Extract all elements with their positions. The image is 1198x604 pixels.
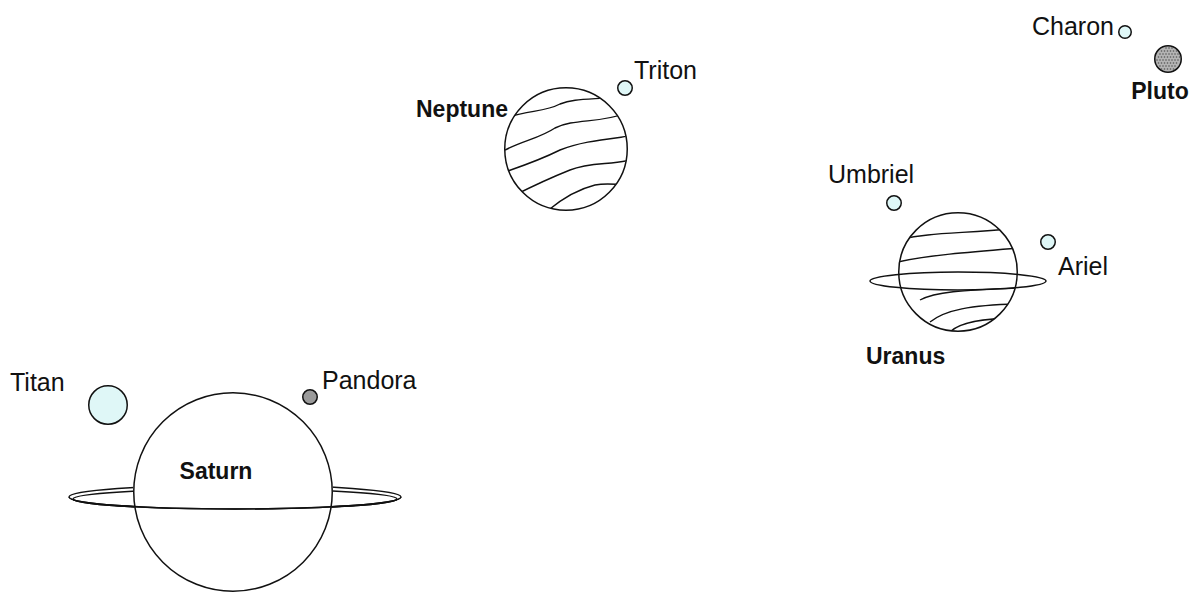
planet: Uranus: [898, 212, 1018, 332]
saturn-ring: [69, 485, 401, 509]
moon-name: Titan: [10, 368, 65, 397]
moon: Triton: [617, 80, 633, 96]
planet: Saturn: [133, 392, 333, 592]
moon: Charon: [1118, 25, 1132, 39]
planet: Neptune: [504, 87, 628, 211]
body-outline: [886, 195, 902, 211]
uranus-ring: [870, 272, 1046, 290]
moon-name: Pandora: [322, 366, 417, 395]
body-outline: [1040, 234, 1056, 250]
body-outline: [1118, 25, 1132, 39]
moon-name: Umbriel: [828, 160, 914, 189]
uranus-stripes: [898, 228, 1020, 332]
planet-name: Saturn: [180, 458, 253, 484]
neptune-stripes: [505, 96, 630, 213]
body-outline: [88, 385, 128, 425]
moon-name: Ariel: [1058, 252, 1108, 281]
moon-name: Triton: [634, 56, 697, 85]
body-outline: [617, 80, 633, 96]
moon-name: Charon: [1032, 12, 1114, 41]
body-outline: [898, 212, 1018, 332]
body-outline: [133, 392, 333, 592]
body-outline: [1154, 45, 1182, 73]
body-outline: [504, 87, 628, 211]
moon: Pandora: [302, 389, 318, 405]
planet-name: Pluto: [1131, 78, 1189, 104]
moon: Umbriel: [886, 195, 902, 211]
dwarf-planet: Pluto: [1154, 45, 1182, 73]
planet-name: Uranus: [866, 343, 945, 369]
planet-name: Neptune: [416, 96, 508, 122]
body-outline: [302, 389, 318, 405]
moon: Ariel: [1040, 234, 1056, 250]
moon: Titan: [88, 385, 128, 425]
